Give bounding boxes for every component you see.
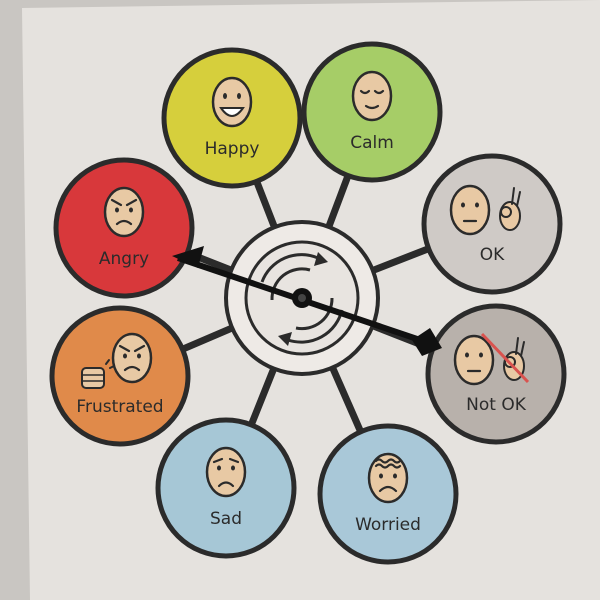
worried-face-icon <box>367 452 409 504</box>
ok-circle <box>421 153 563 295</box>
emotion-worried[interactable]: Worried <box>317 423 459 565</box>
emotion-ok[interactable]: OK <box>421 153 563 295</box>
spinner-arrow[interactable] <box>172 246 442 356</box>
rotate-arrows-icon <box>260 252 344 346</box>
emotion-calm[interactable]: Calm <box>301 41 443 183</box>
not-ok-circle <box>425 303 567 445</box>
emotion-frustrated[interactable]: Frustrated <box>49 305 191 447</box>
frustrated-label: Frustrated <box>76 397 163 417</box>
ok-face-icon <box>449 184 491 236</box>
fist-icon <box>81 359 115 389</box>
frustrated-face-icon <box>111 332 153 384</box>
emotion-not-ok[interactable]: Not OK <box>425 303 567 445</box>
emotion-happy[interactable]: Happy <box>161 47 303 189</box>
angry-label: Angry <box>99 249 149 269</box>
ok-hand-icon <box>499 187 521 231</box>
ok-label: OK <box>480 245 505 265</box>
not-ok-hand-icon <box>480 332 530 384</box>
not-ok-face-icon <box>453 334 495 386</box>
happy-face-icon <box>211 76 253 128</box>
calm-label: Calm <box>350 133 394 153</box>
sad-face-icon <box>205 446 247 498</box>
not-ok-label: Not OK <box>466 395 527 415</box>
happy-label: Happy <box>205 139 260 159</box>
sad-label: Sad <box>210 509 242 529</box>
angry-face-icon <box>103 186 145 238</box>
emotion-sad[interactable]: Sad <box>155 417 297 559</box>
calm-face-icon <box>351 70 393 122</box>
not-ok-strike-line <box>480 332 530 384</box>
worried-label: Worried <box>355 515 421 535</box>
emotion-angry[interactable]: Angry <box>53 157 195 299</box>
